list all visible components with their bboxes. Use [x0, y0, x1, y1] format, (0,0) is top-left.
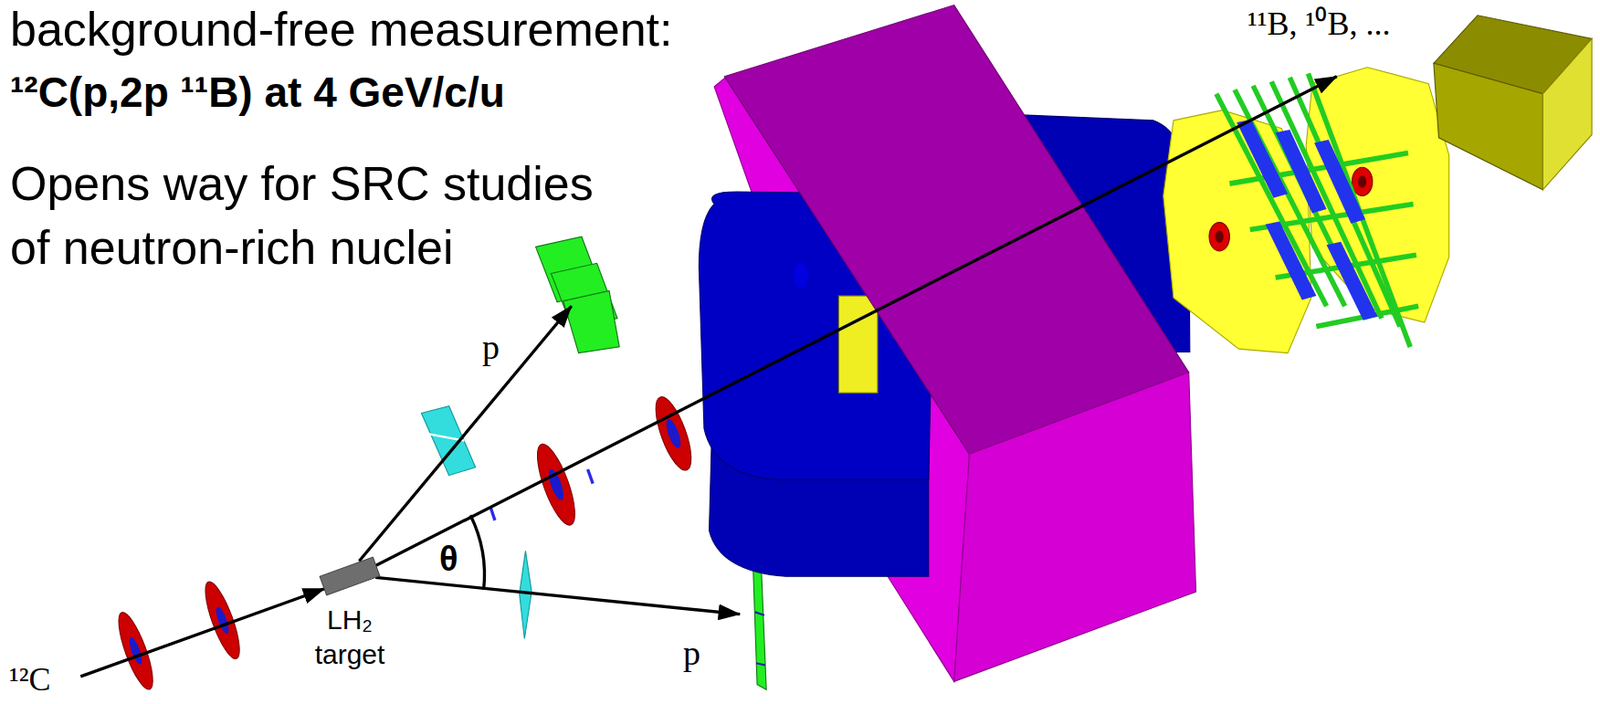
beam-detector: [112, 392, 699, 693]
fragment-label: ¹¹B, ¹⁰B, ...: [1247, 3, 1390, 44]
calorimeter-block: [1433, 15, 1592, 190]
note: Opens way for SRC studies of neutron-ric…: [10, 151, 622, 280]
fragment-detector: [1163, 67, 1450, 354]
node-label: LH₂ target: [299, 602, 400, 673]
target-shape: [299, 547, 400, 601]
angle-arc: [470, 515, 485, 590]
particle-label: p: [482, 326, 500, 368]
angle-label: θ: [439, 538, 459, 579]
particle-label: p: [683, 632, 701, 674]
beam-label: ¹²C: [9, 659, 52, 700]
dipole-magnet: [698, 5, 1196, 683]
reaction-label: ¹²C(p,2p ¹¹B) at 4 GeV/c/u: [10, 65, 506, 119]
target-cell: LH₂ target: [299, 547, 400, 673]
title: background-free measurement:: [10, 1, 674, 57]
